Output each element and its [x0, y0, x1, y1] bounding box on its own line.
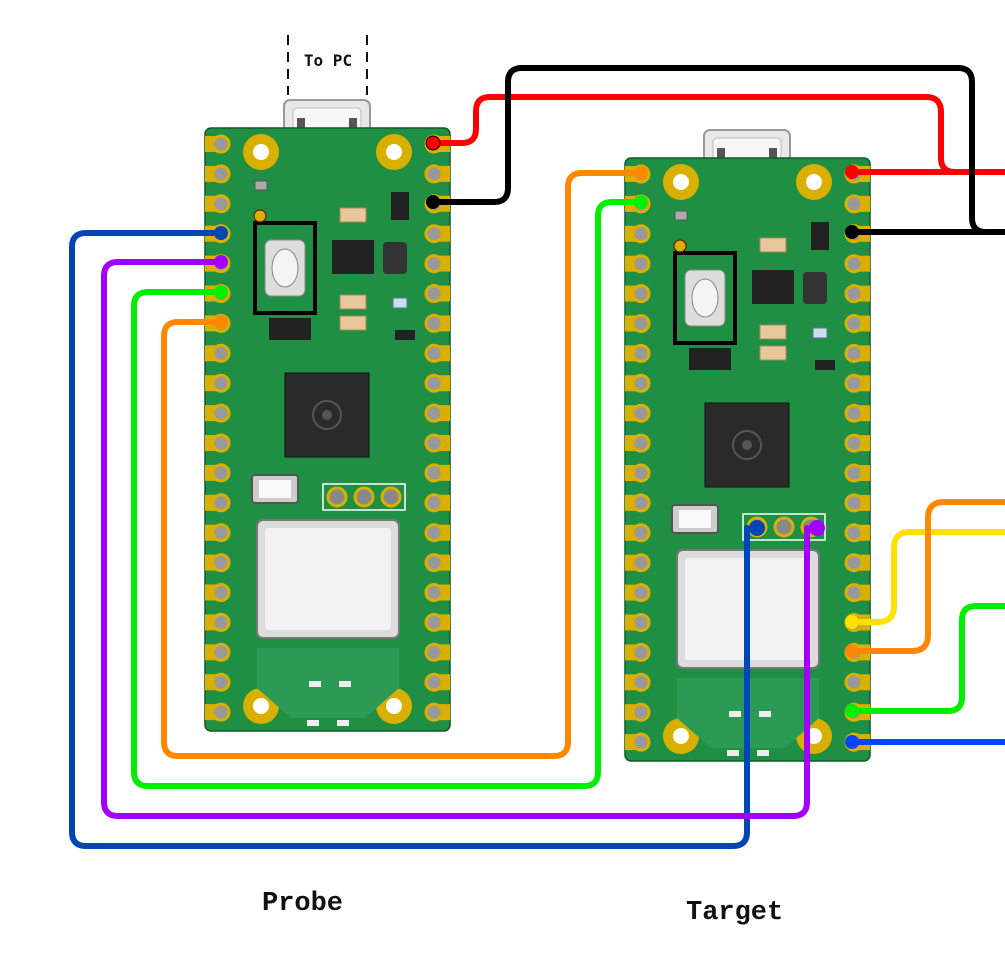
antenna-area — [257, 648, 399, 718]
raspberry-pi-logo — [312, 400, 342, 430]
target-label: Target — [686, 898, 784, 928]
probe-label: Probe — [262, 889, 344, 919]
bootsel-button-outline — [253, 221, 317, 315]
wires — [69, 65, 1005, 849]
raspberry-pi-logo — [732, 430, 762, 460]
wire-orange-right — [849, 499, 1005, 654]
wire-blue — [69, 230, 750, 849]
wire-green-right — [849, 603, 1005, 714]
wire-red — [430, 94, 1005, 175]
regulator-ic — [752, 270, 794, 304]
wire-ends — [214, 135, 859, 749]
to-pc-label: To PC — [304, 51, 352, 70]
debug-header — [742, 513, 826, 541]
debug-header — [322, 483, 406, 511]
wire-black — [430, 65, 1005, 235]
flash-ic — [269, 318, 311, 340]
to-pc-label-group: To PC — [287, 35, 368, 95]
wire-green — [131, 199, 644, 789]
regulator-ic — [332, 240, 374, 274]
bootsel-button-outline — [673, 251, 737, 345]
probe-board — [204, 99, 451, 732]
wire-orange — [161, 170, 644, 759]
flash-ic — [689, 348, 731, 370]
wire-yellow-right — [849, 529, 1005, 625]
wire-purple — [101, 259, 810, 819]
